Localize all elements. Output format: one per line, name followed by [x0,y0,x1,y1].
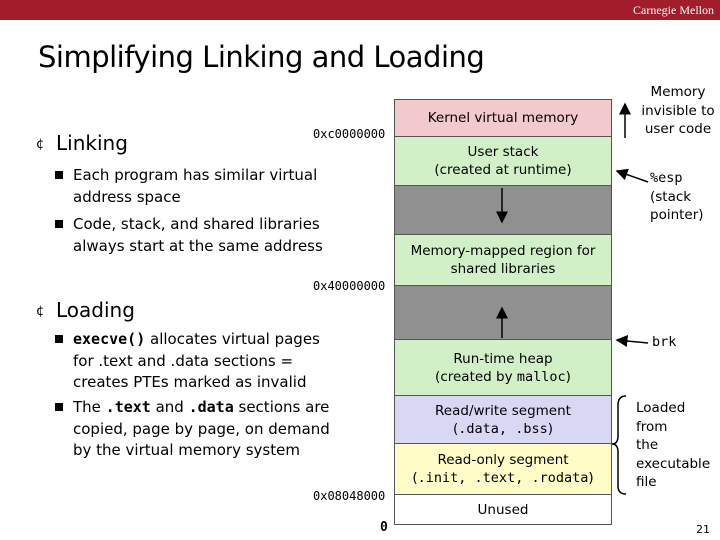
bullet-marker: ¢ [36,137,45,152]
brk-arrow-icon [615,335,649,347]
segment-mmap: Memory-mapped region for shared librarie… [394,234,612,286]
kernel-invisible-note: Memory invisible to user code [641,84,715,137]
linking-sub-bullet-2: Code, stack, and shared libraries always… [55,214,335,257]
esp-register: %esp [650,170,683,186]
address-kernel-start: 0xc0000000 [313,127,386,141]
bullet-linking-label: Linking [56,131,128,155]
execve-code: execve() [73,330,146,348]
loading-sub-bullet-2: The .text and .data sections are copied,… [55,397,335,462]
segment-unused: Unused [394,494,612,525]
esp-note: %esp (stack pointer) [650,169,718,225]
segment-heap: Run-time heap (created by malloc) [394,339,612,396]
square-bullet-icon [55,171,63,179]
bullet-loading-label: Loading [56,298,135,322]
square-bullet-icon [55,335,63,343]
segment-free-1 [394,185,612,235]
address-zero: 0 [380,520,388,535]
esp-arrow-icon [615,168,649,183]
address-text-start: 0x08048000 [313,489,386,503]
address-mmap-start: 0x40000000 [313,279,386,293]
header-bar: Carnegie Mellon [0,0,720,20]
bullet-marker: ¢ [36,304,45,319]
page-number: 21 [696,523,710,536]
loaded-from-file-note: Loaded from the executable file [636,400,711,490]
square-bullet-icon [55,220,63,228]
segment-kernel: Kernel virtual memory [394,99,612,137]
loading-sub-bullet-1: execve() allocates virtual pages for .te… [55,329,335,394]
slide-title: Simplifying Linking and Loading [38,40,485,74]
loaded-brace-icon [611,395,627,495]
square-bullet-icon [55,403,63,411]
brk-label: brk [652,334,677,350]
linking-sub-bullet-1: Each program has similar virtual address… [55,165,335,208]
brand-label: Carnegie Mellon [633,3,714,17]
